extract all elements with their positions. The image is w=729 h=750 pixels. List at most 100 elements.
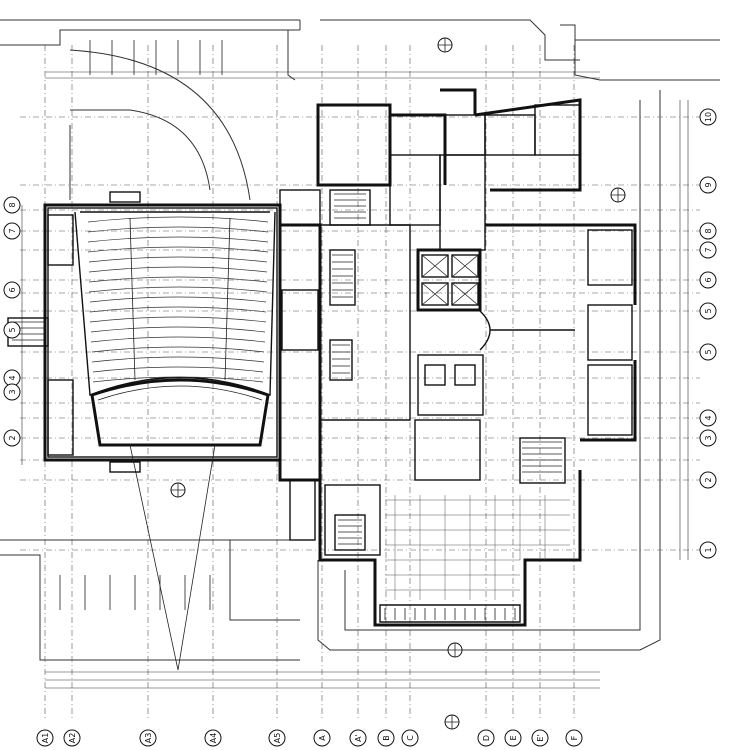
- grid-bubble-label: A': [354, 734, 363, 742]
- grid-bubble-circle: [3, 383, 21, 401]
- grid-bubble-label: E: [509, 735, 518, 740]
- grid-bubble-circle: [699, 541, 717, 559]
- grid-bubble-a4: A4: [204, 729, 222, 747]
- south-wing: [289, 419, 582, 627]
- grid-bubble-l7: 7: [3, 222, 21, 240]
- grid-bubble-circle: [3, 321, 21, 339]
- grid-bubble-circle: [699, 471, 717, 489]
- grid-bubble-r3: 3: [699, 429, 717, 447]
- grid-bubble-circle: [699, 271, 717, 289]
- grid-bubble-label: 2: [704, 477, 713, 482]
- grid-bubble-b: B: [377, 729, 395, 747]
- grid-bubble-label: 7: [704, 247, 713, 252]
- grid-bubble-label: C: [406, 735, 415, 741]
- grid-bubble-circle: [204, 729, 222, 747]
- grid-bubble-label: 3: [8, 389, 17, 394]
- grid-bubble-label: A: [318, 735, 327, 741]
- grid-bubble-r6: 6: [699, 271, 717, 289]
- grid-bubble-l3: 3: [3, 383, 21, 401]
- grid-bubble-f: F: [565, 729, 583, 747]
- grid-bubble-circle: [699, 429, 717, 447]
- grid-bubble-circle: [349, 729, 367, 747]
- left-grid-bubbles: 8 7 6 5 4 3 2: [3, 196, 21, 447]
- north-arrow-icon: [437, 37, 453, 53]
- grid-bubble-label: E': [536, 734, 545, 741]
- grid-bubble-circle: [504, 729, 522, 747]
- grid-bubble-label: 4: [8, 375, 17, 380]
- grid-bubble-label: 5: [704, 308, 713, 313]
- grid-bubble-l8: 8: [3, 196, 21, 214]
- grid-bubble-circle: [699, 176, 717, 194]
- right-grid-bubbles: 10 9 8 7 6 5 5 4 3 2 1: [699, 108, 717, 559]
- grid-bubble-label: A5: [273, 733, 282, 744]
- grid-bubble-r5: 5: [699, 343, 717, 361]
- grid-bubble-label: A2: [68, 733, 77, 744]
- grid-bubble-label: 9: [704, 182, 713, 187]
- grid-bubble-a1: A1: [36, 729, 54, 747]
- auditorium: [7, 191, 282, 671]
- grid-bubble-circle: [36, 729, 54, 747]
- grid-bubble-label: 3: [704, 435, 713, 440]
- grid-bubble-circle: [139, 729, 157, 747]
- grid-bubble-circle: [565, 729, 583, 747]
- grid-bubble-label: 5: [8, 327, 17, 332]
- grid-bubble-l2: 2: [3, 429, 21, 447]
- grid-bubble-r5b: 5: [699, 302, 717, 320]
- grid-bubble-circle: [3, 281, 21, 299]
- east-wing: [485, 223, 637, 442]
- grid-bubble-a6: A': [349, 729, 367, 747]
- north-arrow-icon: [610, 187, 626, 203]
- grid-bubble-circle: [63, 729, 81, 747]
- grid-bubble-r2: 2: [699, 471, 717, 489]
- grid-bubble-label: 8: [8, 202, 17, 207]
- grid-bubble-a3: A3: [139, 729, 157, 747]
- grid-bubble-label: 10: [704, 112, 713, 122]
- grid-bubble-circle: [699, 302, 717, 320]
- grid-bubble-c: C: [401, 729, 419, 747]
- grid-bubble-r4: 4: [699, 409, 717, 427]
- grid-bubble-r9: 9: [699, 176, 717, 194]
- dimension-lines: [21, 71, 689, 689]
- grid-bubble-circle: [699, 222, 717, 240]
- grid-bubble-label: F: [570, 735, 579, 740]
- grid-bubble-label: 7: [8, 228, 17, 233]
- lobby-area: [278, 223, 411, 482]
- north-arrow-icon: [444, 714, 460, 730]
- grid-bubble-label: A3: [144, 733, 153, 744]
- grid-bubble-r10: 10: [699, 108, 717, 126]
- north-arrow-icon: [170, 482, 186, 498]
- grid-bubble-label: 1: [704, 547, 713, 552]
- grid-bubble-circle: [699, 409, 717, 427]
- grid-bubble-circle: [401, 729, 419, 747]
- grid-bubble-d: D: [477, 729, 495, 747]
- grid-bubble-label: 8: [704, 228, 713, 233]
- grid-bubble-a2: A2: [63, 729, 81, 747]
- grid-bubble-circle: [699, 241, 717, 259]
- grid-bubble-e: E: [504, 729, 522, 747]
- cafe-tables: [385, 495, 570, 600]
- grid-bubble-label: D: [482, 735, 491, 741]
- grid-bubble-circle: [313, 729, 331, 747]
- grid-bubble-circle: [699, 343, 717, 361]
- grid-bubble-circle: [268, 729, 286, 747]
- compass-markers: [170, 37, 626, 730]
- grid-bubble-e2: E': [531, 729, 549, 747]
- grid-bubble-l5: 5: [3, 321, 21, 339]
- grid-bubble-circle: [377, 729, 395, 747]
- grid-lines: [20, 45, 700, 720]
- north-arrow-icon: [447, 642, 463, 658]
- grid-bubble-label: 6: [8, 287, 17, 292]
- grid-bubble-r1: 1: [699, 541, 717, 559]
- grid-bubble-label: 2: [8, 435, 17, 440]
- grid-bubble-label: 6: [704, 277, 713, 282]
- grid-bubble-label: 5: [704, 349, 713, 354]
- bottom-grid-bubbles: A1 A2 A3 A4 A5 A A' B C D E E' F: [36, 729, 583, 747]
- seating-rows: [87, 216, 269, 383]
- grid-bubble-r8: 8: [699, 222, 717, 240]
- grid-bubble-r7: 7: [699, 241, 717, 259]
- grid-bubble-l6: 6: [3, 281, 21, 299]
- elevator-core: [416, 248, 491, 416]
- grid-bubble-label: A4: [209, 733, 218, 744]
- grid-bubble-label: 4: [704, 415, 713, 420]
